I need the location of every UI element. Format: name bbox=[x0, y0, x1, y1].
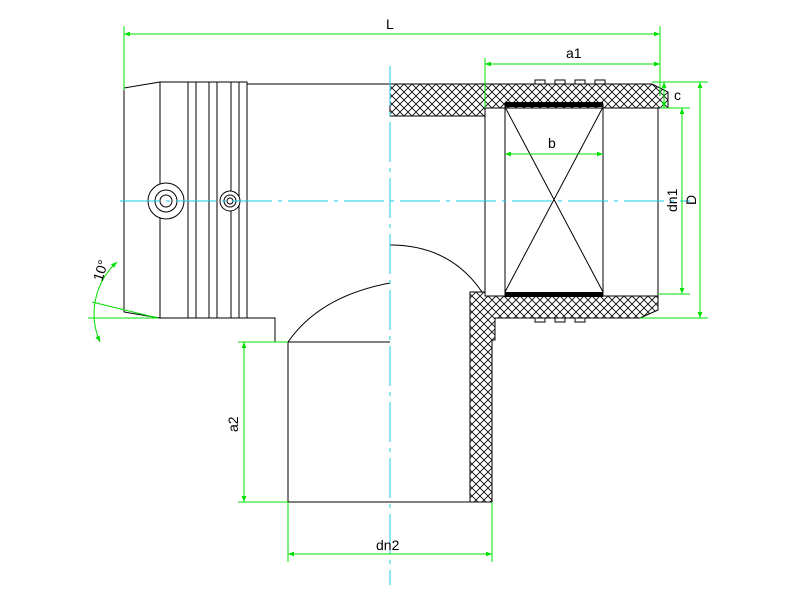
dim-a1-label: a1 bbox=[566, 45, 582, 61]
socket-bore bbox=[484, 107, 659, 297]
terminal-pin-right-icon bbox=[219, 190, 241, 212]
bottom-wall-grooves bbox=[534, 318, 586, 323]
terminal-band-2 bbox=[195, 81, 210, 319]
section-bottom-wall bbox=[469, 291, 659, 503]
dimensions: L a1 c b dn1 D 10° a2 dn2 bbox=[88, 16, 708, 562]
fitting-body bbox=[123, 81, 483, 503]
heating-wire-top bbox=[505, 102, 603, 107]
dim-L-label: L bbox=[386, 16, 394, 32]
lower-branch bbox=[287, 342, 470, 503]
section-top-wall bbox=[389, 83, 669, 117]
fusion-zone-cross bbox=[504, 106, 604, 293]
body-outline bbox=[247, 83, 390, 343]
dim-dn1-label: dn1 bbox=[664, 188, 680, 212]
elbow-curve-outer bbox=[287, 282, 391, 343]
dim-a2-label: a2 bbox=[225, 416, 241, 432]
dim-angle-label: 10° bbox=[90, 258, 112, 283]
dim-dn2-label: dn2 bbox=[376, 537, 400, 553]
section-view bbox=[389, 79, 669, 503]
dim-angle-arc bbox=[93, 261, 118, 343]
dim-D-label: D bbox=[683, 195, 699, 205]
dim-c-label: c bbox=[674, 87, 681, 103]
heating-wire-bottom bbox=[505, 292, 603, 297]
terminal-ring-2 bbox=[208, 81, 218, 319]
top-wall-grooves bbox=[534, 79, 606, 84]
dim-b-label: b bbox=[548, 135, 556, 151]
elbow-curve-inner bbox=[389, 244, 483, 293]
terminal-ring-1 bbox=[187, 81, 197, 319]
